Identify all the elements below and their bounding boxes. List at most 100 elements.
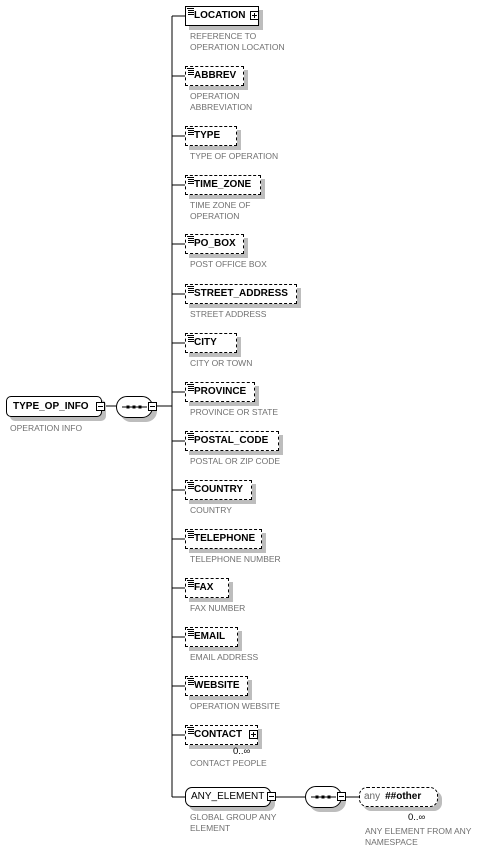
annotation-lines-icon (187, 68, 194, 75)
group-any-element[interactable]: ANY_ELEMENT (185, 787, 271, 807)
element-telephone[interactable]: TELEPHONE (185, 529, 262, 549)
annotation-lines-icon (187, 482, 194, 489)
element-description: CITY OR TOWN (190, 358, 252, 369)
element-description: POST OFFICE BOX (190, 259, 267, 270)
description-line: REFERENCE TO (190, 31, 257, 41)
element-description: OPERATION WEBSITE (190, 701, 280, 712)
root-element-description: OPERATION INFO (10, 423, 82, 434)
minus-icon (339, 796, 344, 797)
element-description: PROVINCE OR STATE (190, 407, 278, 418)
element-label: PO_BOX (194, 238, 236, 249)
annotation-lines-icon (187, 531, 194, 538)
description-line: CONTACT PEOPLE (190, 758, 267, 768)
description-line: NAMESPACE (365, 837, 418, 847)
element-location[interactable]: LOCATION (185, 6, 259, 26)
annotation-lines-icon (187, 629, 194, 636)
any-occurrence-label: 0..∞ (408, 812, 425, 823)
element-label: TYPE (194, 130, 221, 141)
element-label: TELEPHONE (194, 533, 256, 544)
element-description: COUNTRY (190, 505, 232, 516)
element-website[interactable]: WEBSITE (185, 676, 248, 696)
element-label: ABBREV (194, 70, 237, 81)
element-abbrev[interactable]: ABBREV (185, 66, 244, 86)
element-description: TYPE OF OPERATION (190, 151, 278, 162)
annotation-lines-icon (187, 128, 194, 135)
sequence-icon (311, 795, 336, 799)
element-po-box[interactable]: PO_BOX (185, 234, 244, 254)
element-street-address[interactable]: STREET_ADDRESS (185, 284, 297, 304)
element-label: POSTAL_CODE (194, 435, 269, 446)
description-line: CITY OR TOWN (190, 358, 253, 368)
description-line: TYPE OF OPERATION (190, 151, 279, 161)
description-line: ANY ELEMENT FROM ANY (365, 826, 472, 836)
minus-icon (150, 406, 155, 407)
element-label: COUNTRY (194, 484, 244, 495)
element-country[interactable]: COUNTRY (185, 480, 252, 500)
description-line: EMAIL ADDRESS (190, 652, 259, 662)
element-city[interactable]: CITY (185, 333, 237, 353)
element-expand-button[interactable] (249, 730, 258, 739)
description-line: FAX NUMBER (190, 603, 246, 613)
element-label: LOCATION (194, 10, 246, 21)
element-description: CONTACT PEOPLE (190, 758, 267, 769)
element-description: EMAIL ADDRESS (190, 652, 258, 663)
annotation-lines-icon (187, 236, 194, 243)
any-namespace: ##other (385, 791, 422, 802)
minus-icon (98, 406, 103, 407)
annotation-lines-icon (187, 286, 194, 293)
annotation-lines-icon (187, 433, 194, 440)
description-line: OPERATION (190, 91, 240, 101)
element-expand-button[interactable] (250, 11, 259, 20)
annotation-lines-icon (187, 678, 194, 685)
description-line: OPERATION LOCATION (190, 42, 285, 52)
description-line: ELEMENT (190, 823, 231, 833)
plus-icon (251, 732, 256, 737)
annotation-lines-icon (187, 727, 194, 734)
element-label: STREET_ADDRESS (194, 288, 288, 299)
description-line: OPERATION INFO (10, 423, 83, 433)
group-label: ANY_ELEMENT (191, 791, 265, 802)
element-postal-code[interactable]: POSTAL_CODE (185, 431, 279, 451)
annotation-lines-icon (187, 384, 194, 391)
group-collapse-button[interactable] (267, 792, 276, 801)
description-line: COUNTRY (190, 505, 232, 515)
element-contact[interactable]: CONTACT (185, 725, 258, 745)
element-label: CITY (194, 337, 217, 348)
element-email[interactable]: EMAIL (185, 627, 238, 647)
element-time-zone[interactable]: TIME_ZONE (185, 175, 261, 195)
element-province[interactable]: PROVINCE (185, 382, 255, 402)
occurrence-text: 0..∞ (233, 746, 251, 757)
minus-icon (269, 796, 274, 797)
element-description: POSTAL OR ZIP CODE (190, 456, 280, 467)
root-collapse-button[interactable] (96, 402, 105, 411)
element-label: PROVINCE (194, 386, 247, 397)
root-element-label: TYPE_OP_INFO (13, 400, 89, 412)
sequence-collapse-button[interactable] (148, 402, 157, 411)
description-line: ABBREVIATION (190, 102, 253, 112)
annotation-lines-icon (187, 580, 194, 587)
any-keyword: any (364, 791, 381, 802)
description-line: OPERATION WEBSITE (190, 701, 281, 711)
description-line: TELEPHONE NUMBER (190, 554, 281, 564)
root-element-type-op-info[interactable]: TYPE_OP_INFO (6, 396, 102, 417)
element-label: WEBSITE (194, 680, 240, 691)
annotation-lines-icon (187, 335, 194, 342)
group-sequence-collapse-button[interactable] (337, 792, 346, 801)
description-line: STREET ADDRESS (190, 309, 267, 319)
description-line: OPERATION (190, 211, 240, 221)
element-label: FAX (194, 582, 214, 593)
annotation-lines-icon (187, 177, 194, 184)
element-type[interactable]: TYPE (185, 126, 237, 146)
annotation-lines-icon (187, 8, 194, 15)
plus-icon (252, 13, 257, 18)
description-line: GLOBAL GROUP ANY (190, 812, 277, 822)
description-line: TIME ZONE OF (190, 200, 251, 210)
wildcard-any-other[interactable]: any ##other (359, 787, 438, 807)
element-fax[interactable]: FAX (185, 578, 229, 598)
